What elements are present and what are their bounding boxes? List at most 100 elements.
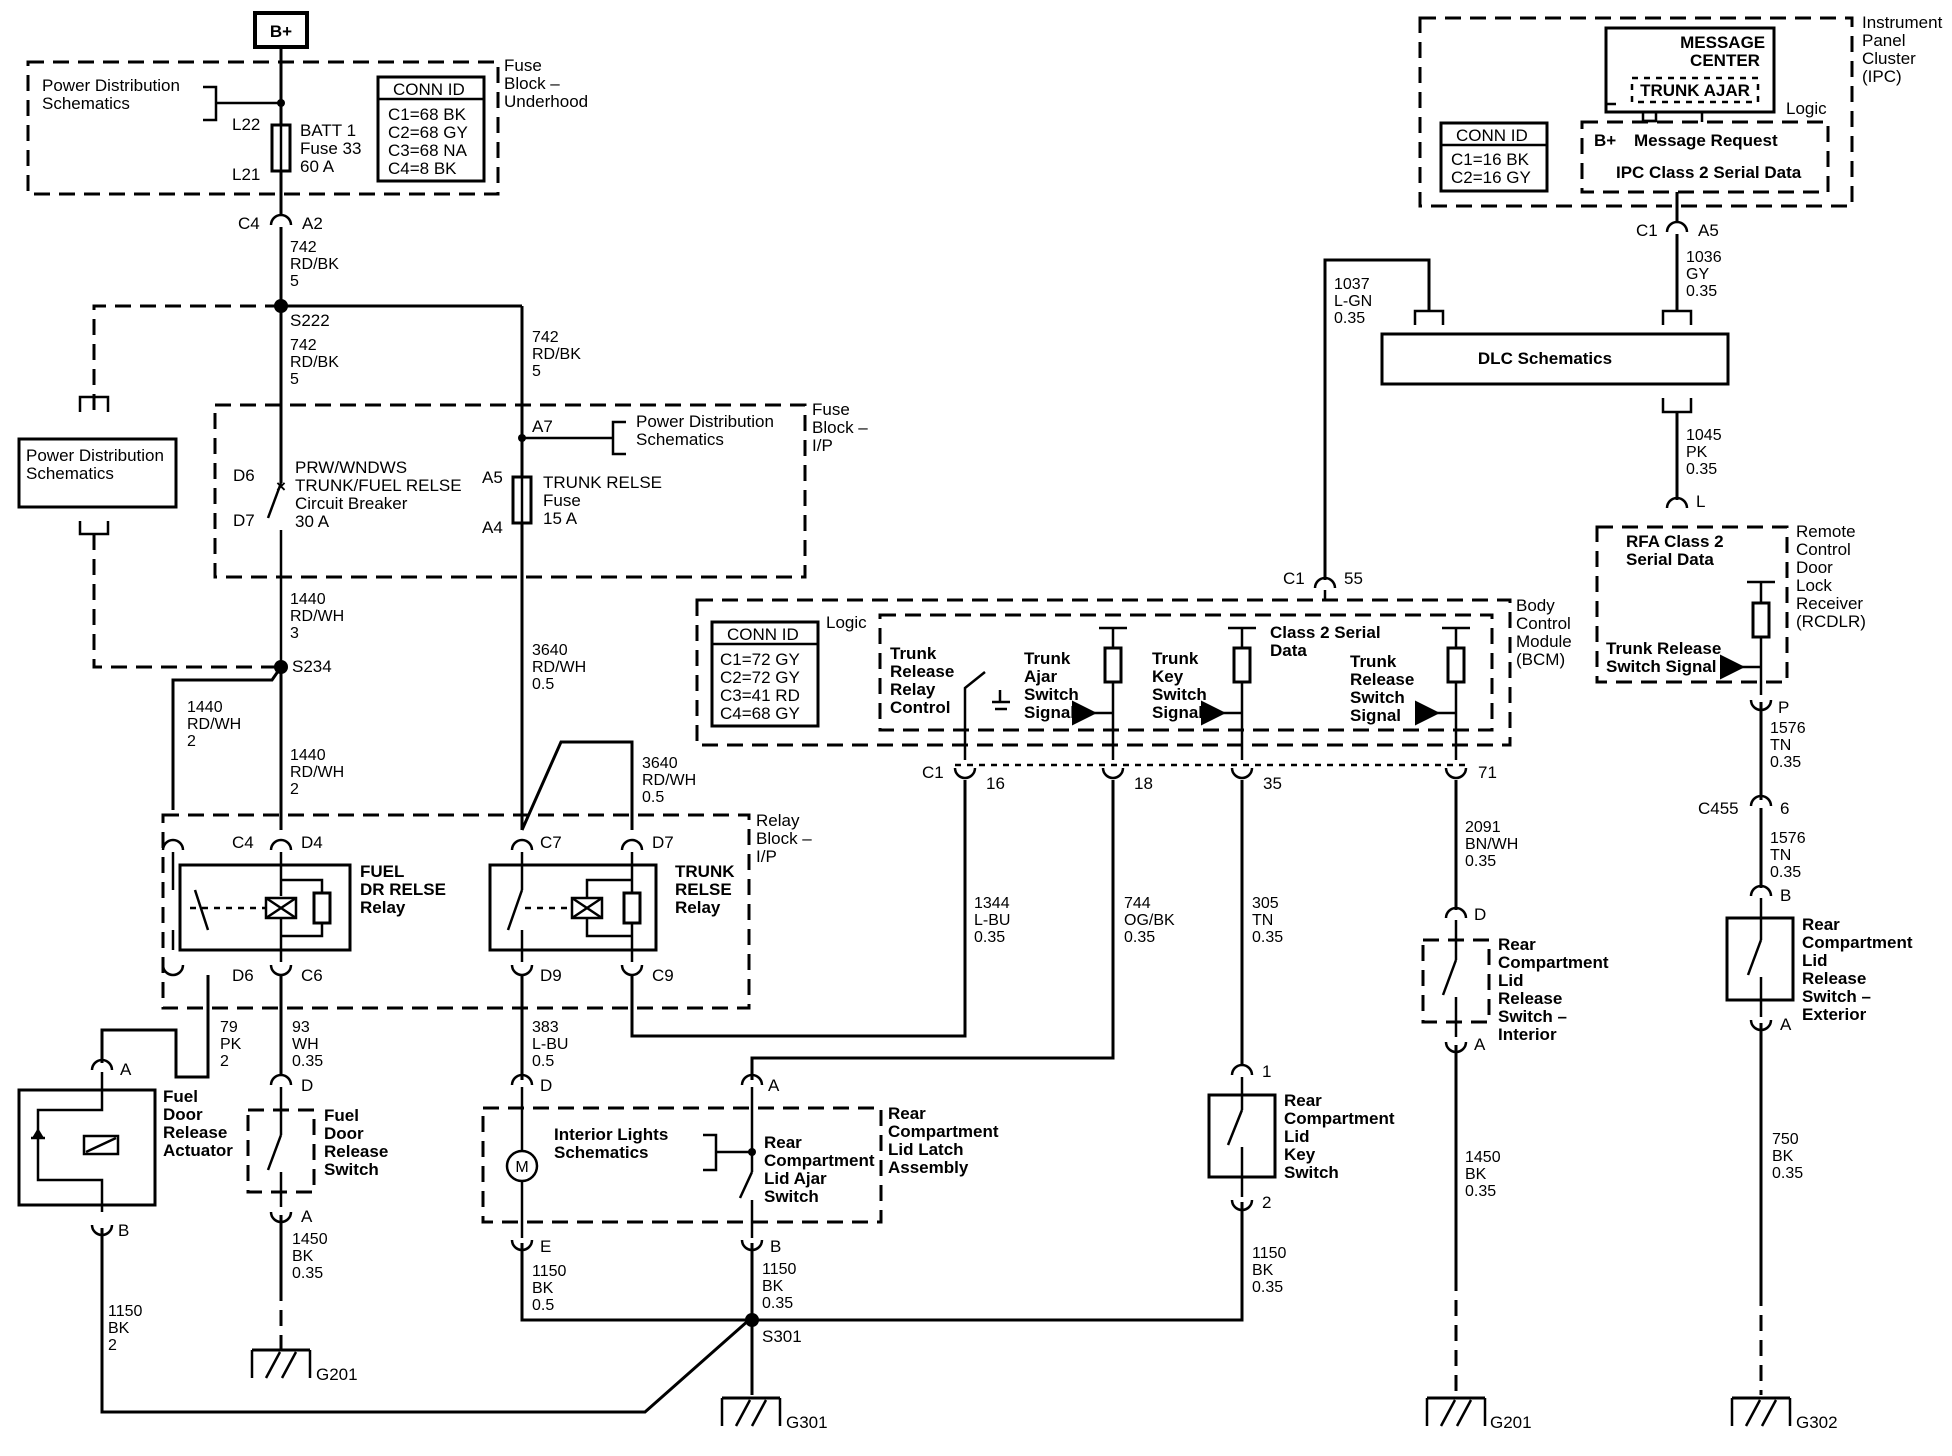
bcm-pin-16: 16 [986,774,1005,793]
fuse-block-ip-title: Fuse Block – I/P [812,400,872,455]
bcm-key-signal: Trunk Key Switch Signal [1152,649,1212,722]
message-center-box [1604,26,1776,114]
bcm-logic-outline [878,613,1494,732]
fuel-switch-pin-d: D [301,1076,313,1095]
fuse-block-underhood-outline [26,60,500,196]
latch-pin-a: A [768,1076,780,1095]
fuel-actuator-label: Fuel Door Release Actuator [163,1087,233,1160]
pin-l21: L21 [232,165,260,184]
interior-switch-label: Rear Compartment Lid Release Switch – In… [1498,935,1613,1044]
wire-1440-b: 1440 RD/WH 2 [187,699,246,750]
pin-a5: A5 [482,468,503,487]
bcm-pin-35: 35 [1263,774,1282,793]
conn-id-underhood-text: CONN ID C1=68 BK C2=68 GY C3=68 NA C4=8 … [388,80,472,178]
pin-l22: L22 [232,115,260,134]
rcdlr-rfa: RFA Class 2 Serial Data [1626,532,1728,569]
message-center: MESSAGE CENTER [1680,33,1770,70]
fuel-door-actuator [17,1088,157,1207]
pin-a2: A2 [302,214,323,233]
wire-742-b: 742 RD/BK 5 [290,337,343,388]
interior-switch-pin-a: A [1474,1035,1486,1054]
breaker-label: PRW/WNDWS TRUNK/FUEL RELSE Circuit Break… [295,458,466,531]
bcm-conn-id-text: CONN ID C1=72 GY C2=72 GY C3=41 RD C4=68… [720,625,805,723]
bcm-c1-bottom: C1 [922,763,944,782]
latch-pin-e: E [540,1237,551,1256]
battery-label: B+ [270,22,292,41]
pd-schematics-left-text: Power Distribution Schematics [26,446,169,483]
fuel-actuator-pin-b: B [118,1221,129,1240]
ground-icon-g301 [720,1396,782,1427]
latch-pin-d: D [540,1076,552,1095]
wire-3640-a: 3640 RD/WH 0.5 [532,642,591,693]
ajar-switch-label: Rear Compartment Lid Ajar Switch [764,1133,879,1206]
wire-3640-b: 3640 RD/WH 0.5 [642,755,701,806]
trunk-ajar: TRUNK AJAR [1640,81,1750,100]
ipc-serial: IPC Class 2 Serial Data [1616,163,1802,182]
ground-icon-g201-b [1425,1396,1487,1427]
splice-s222-label: S222 [290,311,330,330]
latch-assembly-label: Rear Compartment Lid Latch Assembly [888,1104,1003,1177]
wire-1150-d: 1150 BK 0.35 [1252,1245,1291,1296]
conn-id-underhood [376,75,486,183]
wire-1440-a: 1440 RD/WH 3 [290,591,349,642]
lid-latch-assembly [481,1106,883,1224]
pin-a7: A7 [532,417,553,436]
fuse-batt1-label: BATT 1 Fuse 33 60 A [300,121,366,176]
ipc-pin-a5: A5 [1698,221,1719,240]
trunk-relay-label: TRUNK RELSE Relay [675,862,739,917]
fuse-block-ip-outline [213,403,807,579]
bcm-ajar-signal: Trunk Ajar Switch Signal [1024,649,1084,722]
fuel-switch-pin-a: A [301,1207,313,1226]
ipc-conn-id [1439,121,1549,193]
wire-1150-b: 1150 BK 0.5 [532,1263,571,1314]
key-switch-pin-1: 1 [1262,1062,1271,1081]
splice-s301 [745,1313,759,1327]
ground-g301: G301 [786,1413,828,1432]
pin-d6-breaker: D6 [233,466,255,485]
svg-text:×: × [276,477,286,496]
wire-1450-b: 1450 BK 0.35 [1465,1149,1505,1200]
wire-1344: 1344 L-BU 0.35 [974,895,1015,946]
rcdlr-outline [1595,525,1789,684]
bcm-pin-18: 18 [1134,774,1153,793]
ipc-logic-outline [1580,120,1830,194]
ground-g201-a: G201 [316,1365,358,1384]
ipc-outline [1418,16,1854,208]
wire-93: 93 WH 0.35 [292,1019,323,1070]
bcm-conn-id [710,620,820,728]
pin-c4-relay: C4 [232,833,254,852]
pd-schematics-left [17,437,178,509]
fuel-relay-label: FUEL DR RELSE Relay [360,862,451,917]
bcm-class2: Class 2 Serial Data [1270,623,1385,660]
bcm-outline [695,598,1512,747]
message-request: Message Request [1634,131,1778,150]
wire-1440-c: 1440 RD/WH 2 [290,747,349,798]
relay-block-outline [161,813,751,1010]
key-switch-pin-2: 2 [1262,1193,1271,1212]
relay-block-title: Relay Block – I/P [756,811,816,866]
interior-switch-pin-d: D [1474,905,1486,924]
bcm-pin-55: 55 [1344,569,1363,588]
bcm-release-signal: Trunk Release Switch Signal [1350,652,1419,725]
wire-744: 744 OG/BK 0.35 [1124,895,1179,946]
dlc-label: DLC Schematics [1478,349,1612,368]
bcm-pin-71: 71 [1478,763,1497,782]
splice-s301-label: S301 [762,1327,802,1346]
conn-c4-top: C4 [238,214,260,233]
ground-g201-b: G201 [1490,1413,1532,1432]
pd-ref-underhood: Power Distribution Schematics [42,76,185,113]
pin-d4-relay: D4 [301,833,323,852]
c455-conn: C455 [1698,799,1739,818]
wire-1037: 1037 L-GN 0.35 [1334,276,1377,327]
wire-1150-c: 1150 BK 0.35 [762,1261,801,1312]
wire-1150-a: 1150 BK 2 [108,1303,147,1354]
wire-1045: 1045 PK 0.35 [1686,427,1726,478]
ipc-conn-id-text: CONN ID C1=16 BK C2=16 GY [1451,126,1534,187]
bcm-c1-top: C1 [1283,569,1305,588]
dlc-box [1380,332,1730,386]
ipc-b-plus: B+ [1594,131,1616,150]
ipc-title: Instrument Panel Cluster (IPC) [1862,13,1947,86]
exterior-switch-pin-a: A [1780,1015,1792,1034]
wire-383: 383 L-BU 0.5 [532,1019,573,1070]
